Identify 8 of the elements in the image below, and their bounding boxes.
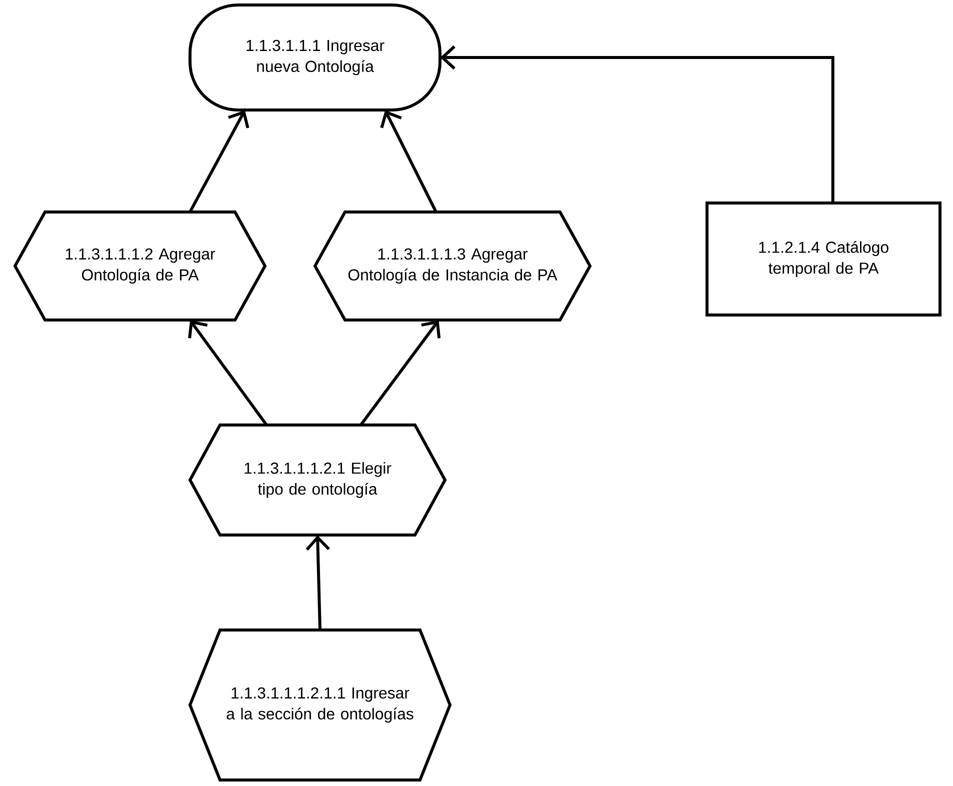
- arrow: [188, 110, 250, 213]
- arrow: [440, 45, 834, 203]
- arrow: [360, 320, 441, 426]
- arrow: [380, 110, 438, 212]
- process-box: 1.1.2.1.4 Catálogo temporal de PA: [706, 202, 942, 316]
- arrow: [188, 320, 268, 426]
- arrow: [306, 535, 330, 630]
- rounded-box: 1.1.3.1.1.1 Ingresar nueva Ontología: [188, 4, 442, 112]
